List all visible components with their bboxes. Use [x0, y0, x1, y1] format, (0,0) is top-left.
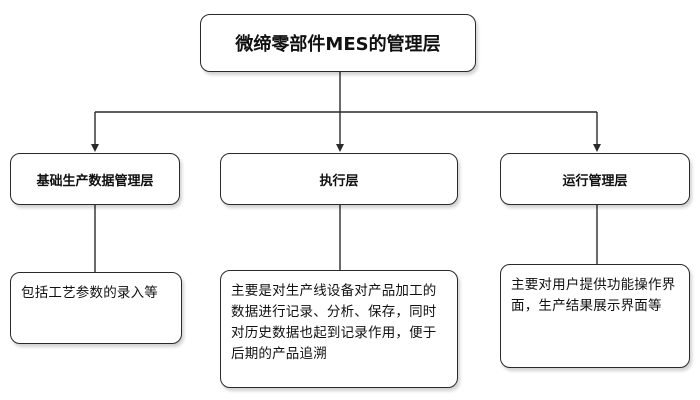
category-title-execution: 执行层: [319, 173, 359, 189]
description-text-execution: 主要是对生产线设备对产品加工的数据进行记录、分析、保存，同时对历史数据也起到记录…: [231, 283, 437, 362]
category-node-operation: 运行管理层: [500, 153, 690, 205]
root-title: 微缔零部件MES的管理层: [235, 34, 441, 55]
description-box-operation: 主要对用户提供功能操作界面，生产结果展示界面等: [500, 264, 690, 368]
category-title-basic-data: 基础生产数据管理层: [36, 173, 154, 189]
root-node: 微缔零部件MES的管理层: [200, 14, 476, 72]
category-title-operation: 运行管理层: [562, 173, 628, 189]
description-box-execution: 主要是对生产线设备对产品加工的数据进行记录、分析、保存，同时对历史数据也起到记录…: [220, 270, 458, 388]
category-node-execution: 执行层: [220, 153, 458, 205]
category-node-basic-data: 基础生产数据管理层: [10, 153, 180, 205]
description-box-basic-data: 包括工艺参数的录入等: [10, 272, 182, 344]
description-text-basic-data: 包括工艺参数的录入等: [21, 285, 158, 301]
description-text-operation: 主要对用户提供功能操作界面，生产结果展示界面等: [511, 277, 676, 314]
